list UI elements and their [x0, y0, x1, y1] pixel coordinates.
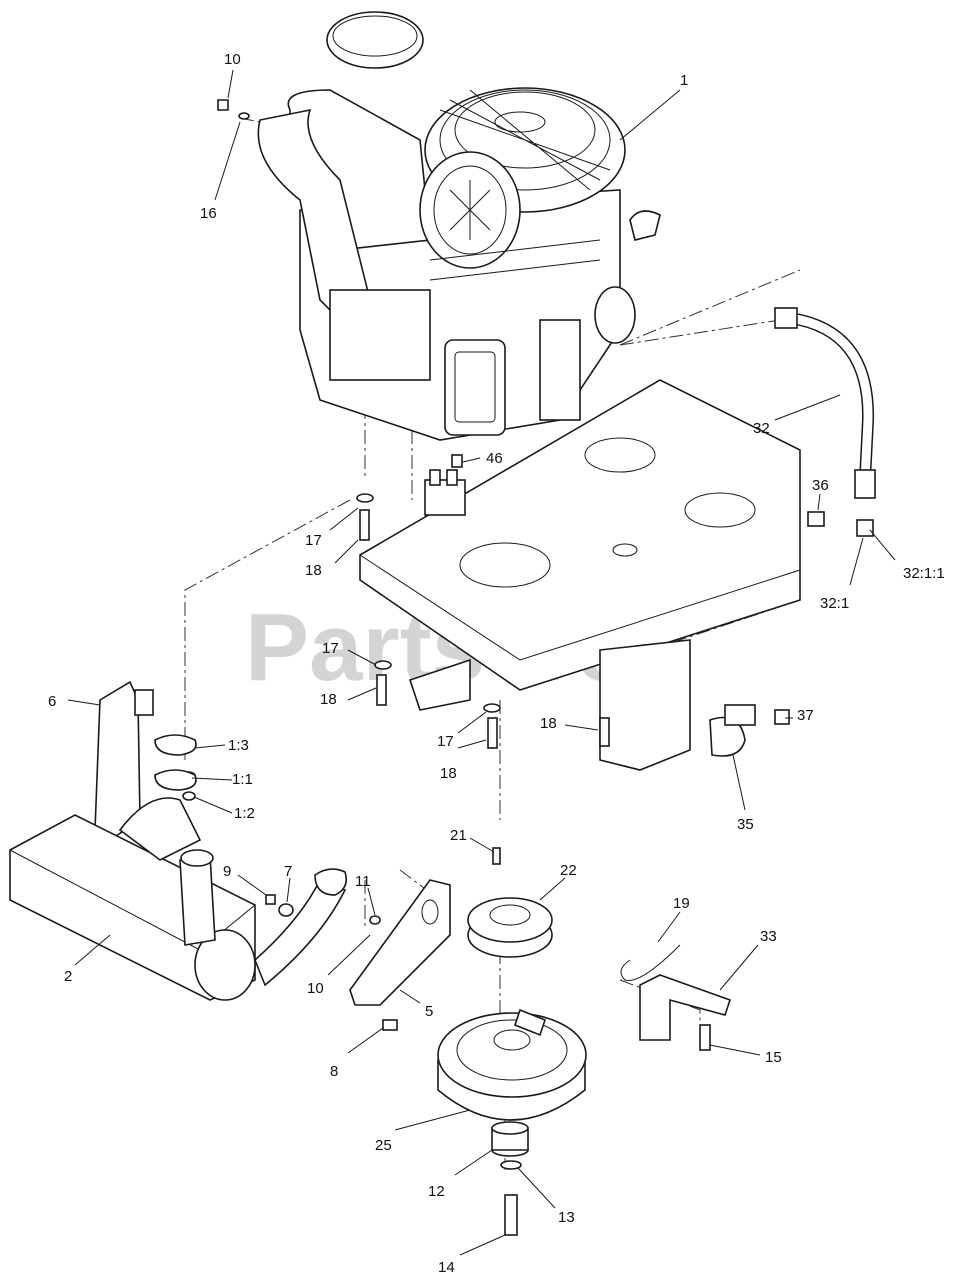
callout-22[interactable]: 22 [560, 862, 577, 879]
callout-32-1[interactable]: 32:1 [820, 595, 849, 612]
clutch-25[interactable] [437, 1008, 587, 1121]
callout-18-mid[interactable]: 18 [320, 691, 337, 708]
callout-8[interactable]: 8 [330, 1063, 338, 1080]
callout-19[interactable]: 19 [673, 895, 690, 912]
callout-35[interactable]: 35 [737, 816, 754, 833]
exhaust-gaskets[interactable] [154, 734, 197, 791]
callout-17-mid[interactable]: 17 [322, 640, 339, 657]
callout-14[interactable]: 14 [438, 1259, 455, 1276]
bracket-33[interactable] [639, 974, 732, 1041]
callout-11[interactable]: 11 [355, 873, 371, 890]
callout-16[interactable]: 16 [200, 205, 217, 222]
engine-deck-frame[interactable] [359, 379, 801, 771]
callout-17-upper[interactable]: 17 [305, 532, 322, 549]
callout-12[interactable]: 12 [428, 1183, 445, 1200]
callout-21[interactable]: 21 [450, 827, 467, 844]
callout-33[interactable]: 33 [760, 928, 777, 945]
callout-46[interactable]: 46 [486, 450, 503, 467]
callout-37[interactable]: 37 [797, 707, 814, 724]
callout-32[interactable]: 32 [753, 420, 770, 437]
callout-10-top[interactable]: 10 [224, 51, 241, 68]
callout-15[interactable]: 15 [765, 1049, 782, 1066]
callout-32-1-1[interactable]: 32:1:1 [903, 565, 945, 582]
bracket-5[interactable] [349, 879, 451, 1006]
callout-13[interactable]: 13 [558, 1209, 575, 1226]
callout-9[interactable]: 9 [223, 863, 231, 880]
callout-18-lower-left[interactable]: 18 [440, 765, 457, 782]
callout-36[interactable]: 36 [812, 477, 829, 494]
spacer-12[interactable] [491, 1121, 529, 1157]
leader-lines [67, 69, 896, 1256]
callout-25[interactable]: 25 [375, 1137, 392, 1154]
callout-1-3[interactable]: 1:3 [228, 737, 249, 754]
engine-assembly[interactable] [257, 11, 661, 441]
fuel-hose[interactable] [774, 307, 876, 537]
callout-18-upper[interactable]: 18 [305, 562, 322, 579]
clamp-35[interactable] [709, 704, 756, 757]
bolts-and-washers [182, 99, 825, 1236]
callout-1-1[interactable]: 1:1 [232, 771, 253, 788]
callout-5[interactable]: 5 [425, 1003, 433, 1020]
callout-10-lower[interactable]: 10 [307, 980, 324, 997]
muffler-2[interactable] [9, 797, 348, 1001]
callout-1-2[interactable]: 1:2 [234, 805, 255, 822]
relay-46[interactable] [424, 454, 466, 516]
pin-19[interactable] [620, 944, 681, 982]
callout-7[interactable]: 7 [284, 863, 292, 880]
callout-2[interactable]: 2 [64, 968, 72, 985]
callout-1[interactable]: 1 [680, 72, 688, 89]
callout-17-lower[interactable]: 17 [437, 733, 454, 750]
callout-18-lower-right[interactable]: 18 [540, 715, 557, 732]
pulley-22[interactable] [467, 897, 553, 958]
callouts: 1 10 16 32 46 36 17 18 32:1:1 32:1 17 18… [48, 51, 945, 1276]
callout-6[interactable]: 6 [48, 693, 56, 710]
